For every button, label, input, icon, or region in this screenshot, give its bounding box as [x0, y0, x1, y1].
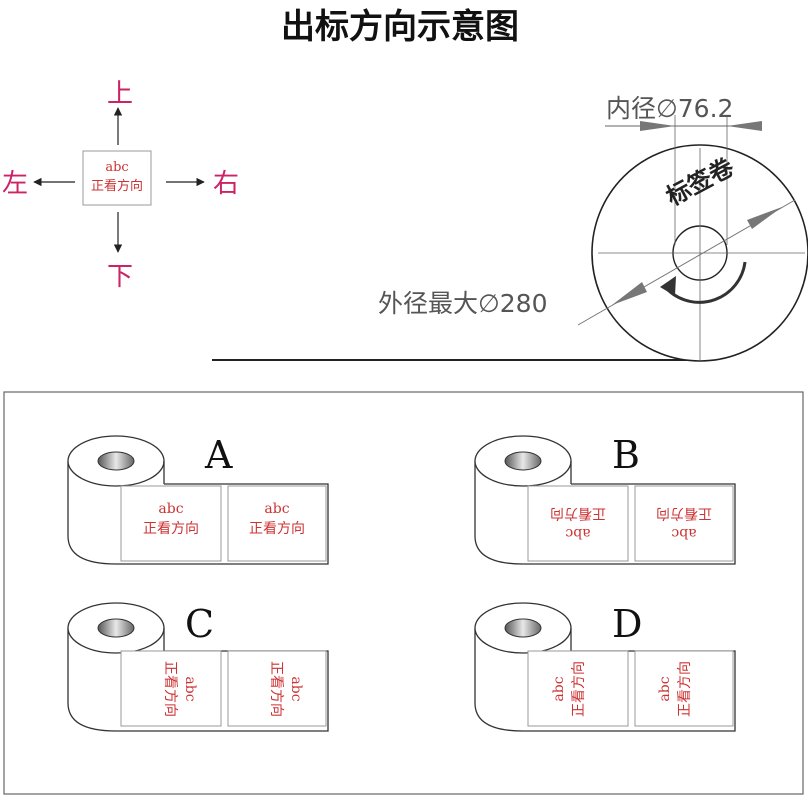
label-a2	[227, 485, 327, 562]
direction-right-label: 右	[213, 169, 239, 199]
option-letter-c: C	[185, 602, 214, 646]
option-letter-a: A	[204, 433, 233, 477]
inner-dim-arrow-right-icon	[727, 121, 762, 131]
label-b2-line2: 正看方向	[656, 505, 712, 521]
label-c1-line1: abc	[182, 676, 198, 701]
label-a2-line2: 正看方向	[249, 521, 305, 537]
label-d1-line1: abc	[551, 676, 567, 701]
label-c2-line1: abc	[288, 676, 304, 701]
label-a1-line2: 正看方向	[143, 521, 199, 537]
outer-diameter-label: 外径最大∅280	[378, 289, 548, 318]
option-b: B abc 正看方向 abc 正看方向	[474, 433, 736, 565]
label-c2-line2: 正看方向	[268, 661, 284, 717]
direction-left-label: 左	[2, 169, 28, 199]
label-d1	[527, 650, 629, 727]
rotation-arc	[666, 261, 747, 304]
legend-box-line1: abc	[105, 160, 128, 175]
label-b1-line1: abc	[565, 525, 590, 541]
page-title: 出标方向示意图	[281, 7, 519, 47]
label-b2-line1: abc	[671, 525, 696, 541]
label-d1-line2: 正看方向	[571, 661, 587, 717]
option-d: D abc 正看方向 abc 正看方向	[474, 602, 736, 732]
label-c1	[120, 650, 222, 727]
option-c: C abc 正看方向 abc 正看方向	[67, 602, 329, 732]
option-letter-b: B	[612, 433, 640, 477]
legend-box-line2: 正看方向	[91, 178, 143, 194]
label-a1-line1: abc	[158, 501, 183, 517]
label-b1-line2: 正看方向	[550, 505, 606, 521]
inner-dim-arrow-left-icon	[640, 121, 675, 131]
label-c1-line2: 正看方向	[162, 661, 178, 717]
option-letter-d: D	[612, 602, 642, 646]
direction-down-label: 下	[107, 262, 133, 292]
rotation-arrow-icon	[660, 276, 676, 296]
label-a1	[120, 485, 222, 562]
label-d2	[634, 650, 734, 727]
label-b2	[634, 485, 734, 562]
label-c2	[227, 650, 327, 727]
label-a2-line1: abc	[264, 501, 289, 517]
direction-legend: abc 正看方向 上 下 左 右	[2, 79, 239, 292]
legend-box	[82, 150, 152, 206]
option-a: A abc 正看方向 abc 正看方向	[67, 433, 329, 565]
roll-dimension-drawing: 内径∅76.2 外径最大∅280 标签卷	[212, 94, 808, 362]
inner-diameter-label: 内径∅76.2	[606, 94, 733, 123]
label-d2-line1: abc	[657, 676, 673, 701]
direction-up-label: 上	[107, 79, 133, 109]
label-b1	[527, 485, 629, 562]
outer-dim-arrow-left-icon	[612, 282, 647, 305]
label-d2-line2: 正看方向	[677, 661, 693, 717]
outer-dim-arrow-right-icon	[747, 207, 782, 229]
